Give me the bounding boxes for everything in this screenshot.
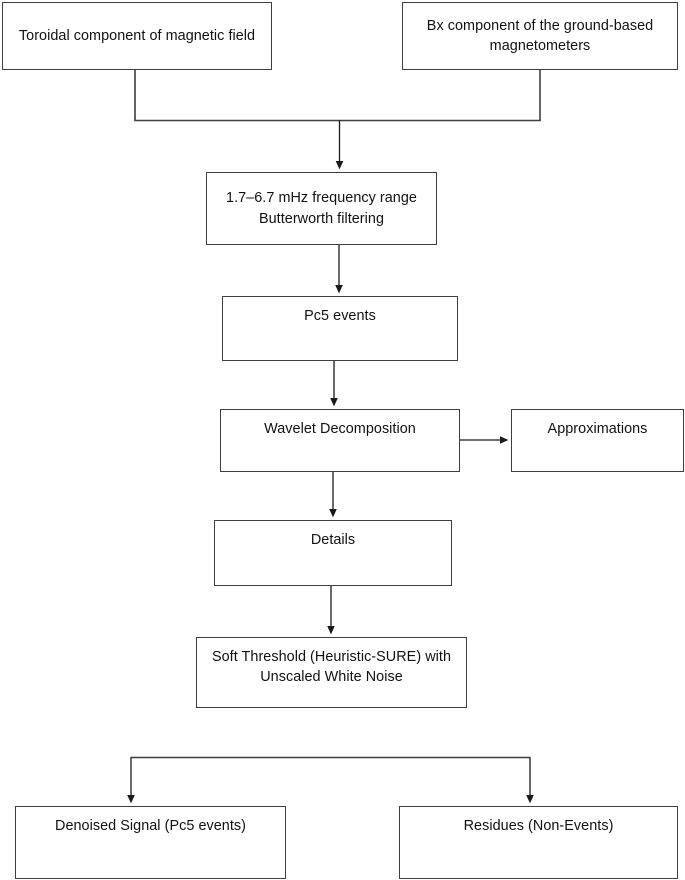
node-details-label: Details xyxy=(310,532,356,548)
node-wavelet-decomposition: Wavelet Decomposition xyxy=(220,409,460,472)
node-soft-threshold-label: Soft Threshold (Heuristic-SURE) with Uns… xyxy=(211,649,452,686)
edge-sources-to-filter xyxy=(134,70,541,170)
node-wavelet-decomposition-label: Wavelet Decomposition xyxy=(264,421,416,437)
node-denoised-signal: Denoised Signal (Pc5 events) xyxy=(15,806,286,879)
node-denoised-signal-label: Denoised Signal (Pc5 events) xyxy=(55,818,246,834)
node-bx-component: Bx component of the ground-based magneto… xyxy=(402,2,678,70)
node-pc5-events: Pc5 events xyxy=(222,296,458,361)
node-approximations-label: Approximations xyxy=(547,421,648,437)
node-soft-threshold: Soft Threshold (Heuristic-SURE) with Uns… xyxy=(196,637,467,708)
node-butterworth-filtering-label: 1.7–6.7 mHz frequency range Butterworth … xyxy=(226,190,417,227)
node-residues: Residues (Non-Events) xyxy=(399,806,678,879)
node-toroidal-component: Toroidal component of magnetic field xyxy=(2,2,272,70)
edge-threshold-split xyxy=(127,756,534,804)
node-toroidal-component-label: Toroidal component of magnetic field xyxy=(18,27,256,44)
node-approximations: Approximations xyxy=(511,409,684,472)
node-bx-component-label: Bx component of the ground-based magneto… xyxy=(426,17,654,54)
node-butterworth-filtering: 1.7–6.7 mHz frequency range Butterworth … xyxy=(206,172,437,245)
node-pc5-events-label: Pc5 events xyxy=(304,308,376,324)
node-residues-label: Residues (Non-Events) xyxy=(463,818,614,834)
node-details: Details xyxy=(214,520,452,586)
